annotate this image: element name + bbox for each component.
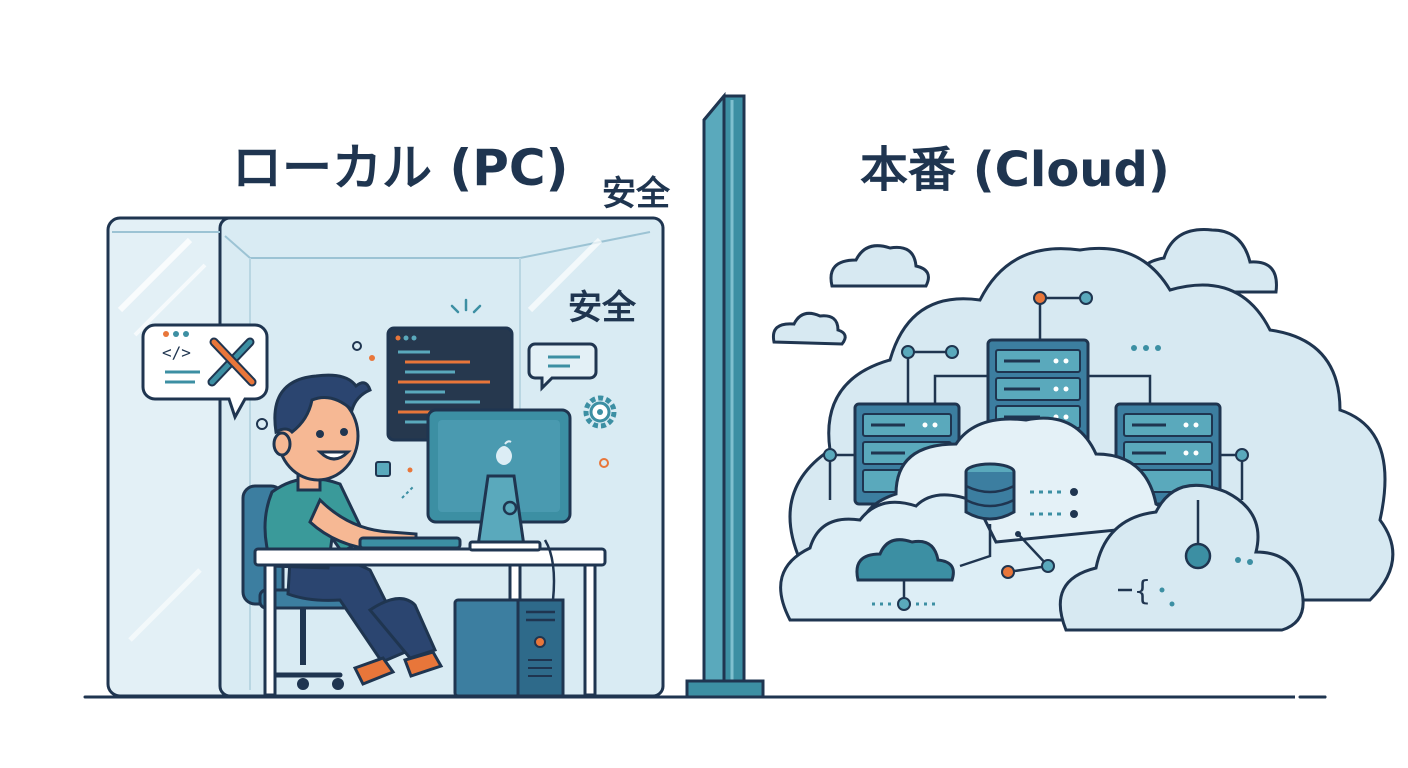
cloud-node-icon bbox=[1184, 500, 1253, 570]
small-cloud-left bbox=[829, 244, 930, 288]
braces-icon: { bbox=[1118, 574, 1175, 607]
sparkle-icon bbox=[450, 298, 482, 314]
gear-icon bbox=[583, 395, 617, 429]
database-icon bbox=[964, 462, 1016, 521]
dotted-connectors bbox=[1030, 488, 1078, 518]
wrench-screwdriver-icon bbox=[207, 337, 257, 387]
small-cloud-mid bbox=[771, 311, 847, 346]
divider-wall bbox=[685, 91, 765, 699]
code-bubble: </> bbox=[141, 323, 269, 421]
desktop-monitor bbox=[426, 408, 572, 552]
production-cloud-title: 本番 (Cloud) bbox=[860, 142, 1170, 198]
cloud-upload-icon bbox=[855, 538, 955, 611]
braces-glyph: { bbox=[1134, 574, 1151, 607]
keyboard bbox=[358, 536, 462, 550]
pc-tower bbox=[453, 598, 565, 698]
chat-bubble-icon bbox=[527, 342, 598, 392]
developer-person bbox=[263, 373, 444, 686]
safe-label-outer: 安全 bbox=[602, 174, 670, 214]
code-tag-label: </> bbox=[162, 343, 191, 362]
safe-label-inner: 安全 bbox=[568, 288, 636, 328]
front-cloud-right bbox=[1058, 483, 1305, 632]
local-pc-title: ローカル (PC) bbox=[232, 139, 569, 197]
